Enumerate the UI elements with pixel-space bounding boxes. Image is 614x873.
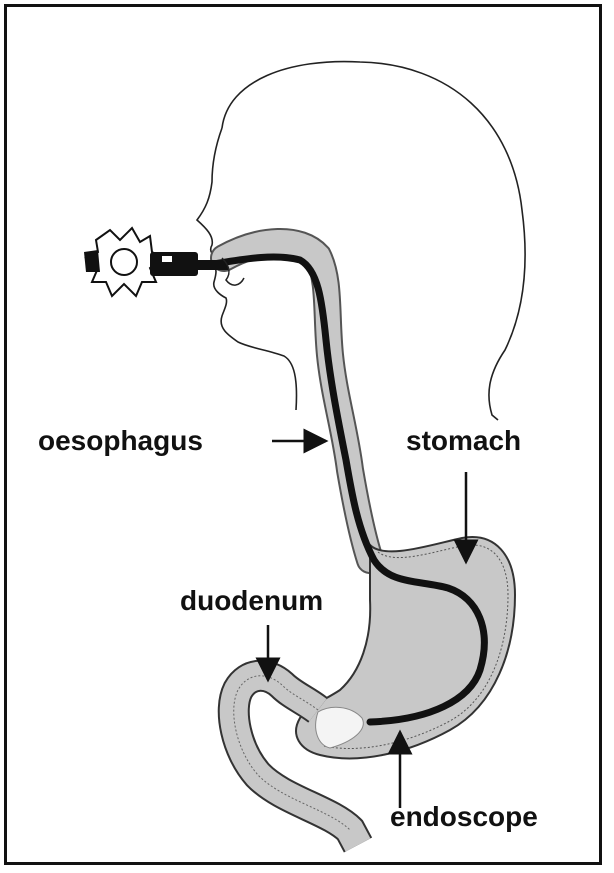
label-oesophagus: oesophagus: [38, 425, 203, 456]
endoscope-handle: [84, 228, 228, 296]
label-stomach: stomach: [406, 425, 521, 456]
label-duodenum: duodenum: [180, 585, 323, 616]
label-endoscope: endoscope: [390, 801, 538, 832]
